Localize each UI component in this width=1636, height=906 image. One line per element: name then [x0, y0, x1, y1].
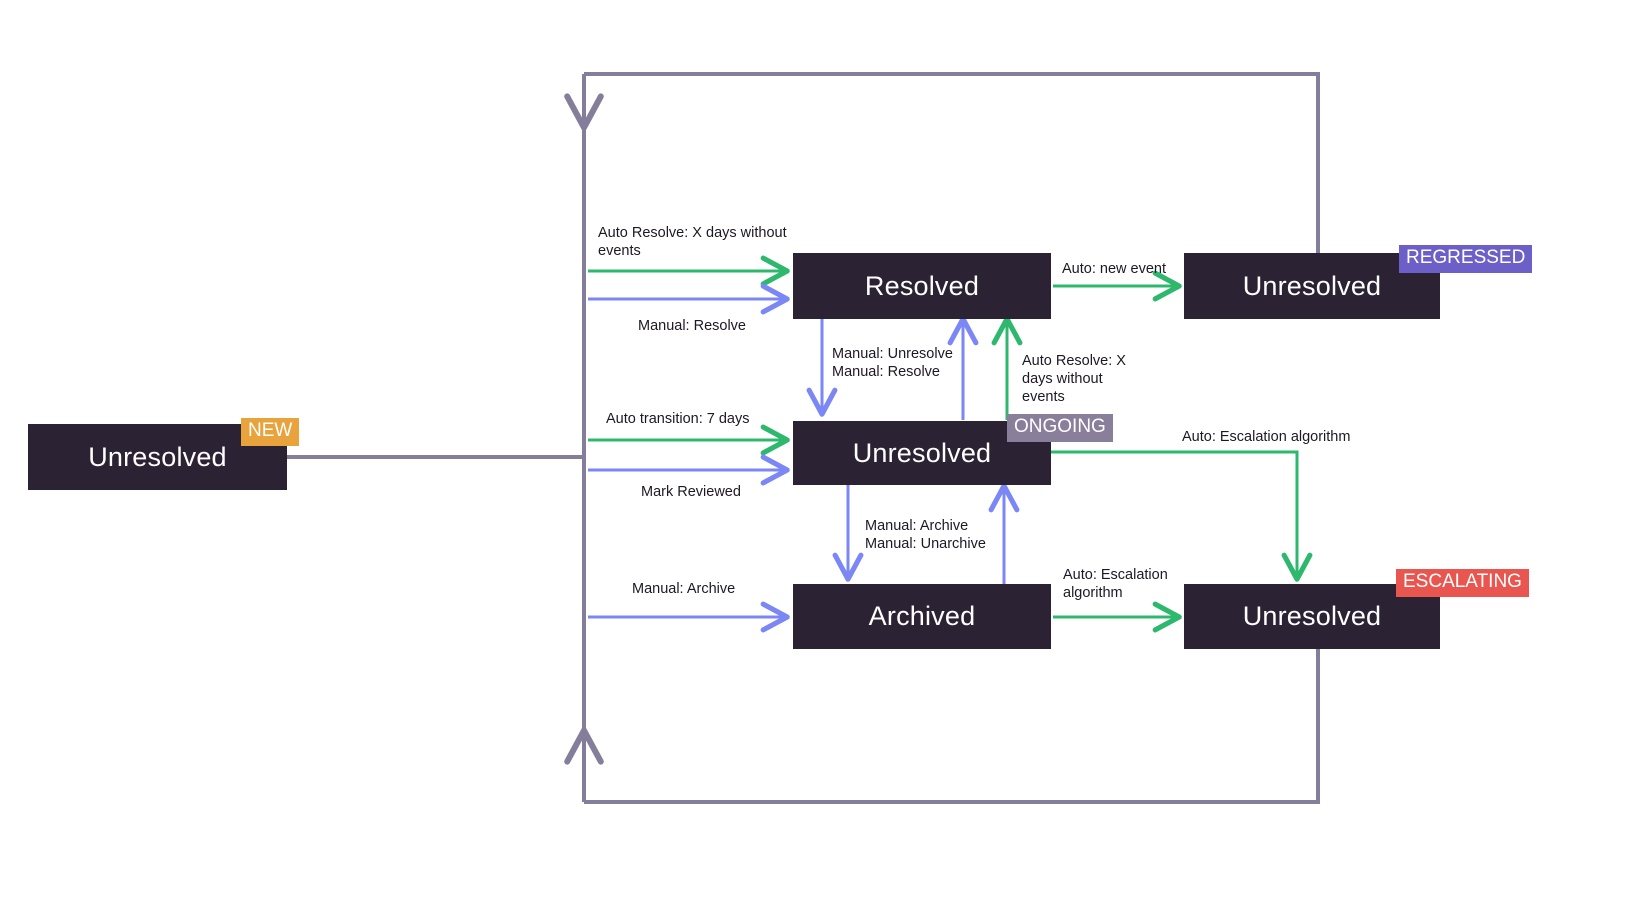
status-badge-regressed-label: REGRESSED	[1406, 247, 1526, 268]
state-node-archived[interactable]: Archived	[793, 584, 1051, 649]
state-node-label: Unresolved	[88, 441, 227, 472]
status-badge-ongoing: ONGOING	[1007, 414, 1113, 442]
edge-label-mark-reviewed: Mark Reviewed	[641, 484, 741, 500]
edge-label-auto-resolve-x-days-short: Auto Resolve: X days without events	[1022, 353, 1126, 405]
edge-label-auto-new-event: Auto: new event	[1062, 261, 1166, 277]
state-node-resolved[interactable]: Resolved	[793, 253, 1051, 319]
status-badge-regressed: REGRESSED	[1399, 245, 1533, 273]
state-node-label: Archived	[868, 601, 976, 631]
edge-label-manual-archive-unarchive: Manual: Archive Manual: Unarchive	[865, 518, 986, 552]
status-badge-new-label: NEW	[248, 420, 293, 441]
status-badge-escalating: ESCALATING	[1396, 569, 1529, 597]
edge-label-manual-resolve: Manual: Resolve	[638, 318, 746, 334]
state-node-label: Resolved	[864, 270, 980, 301]
state-node-label: Unresolved	[852, 437, 992, 468]
status-badge-escalating-label: ESCALATING	[1403, 571, 1522, 592]
edge-label-auto-escalation-algorithm: Auto: Escalation algorithm	[1182, 429, 1351, 445]
edge-label-manual-archive: Manual: Archive	[632, 581, 736, 597]
edge-frame-bottom-rail	[584, 641, 1320, 804]
edge-label-auto-transition-7-days: Auto transition: 7 days	[606, 411, 750, 427]
edge-frame-top-rail	[584, 72, 1320, 253]
edge-label-manual-unresolve-resolve: Manual: Unresolve Manual: Resolve	[832, 346, 953, 380]
edge-label-auto-escalation-algorithm-wrapped: Auto: Escalation algorithm	[1063, 567, 1168, 601]
edge-auto-escalation-ongoing	[1051, 450, 1313, 582]
state-node-label: Unresolved	[1242, 270, 1382, 301]
edge-label-auto-resolve-x-days: Auto Resolve: X days without events	[598, 225, 787, 259]
status-badge-new: NEW	[241, 418, 300, 446]
state-node-regressed-unresolved[interactable]: Unresolved	[1184, 253, 1440, 319]
state-node-label: Unresolved	[1242, 601, 1382, 631]
status-badge-ongoing-label: ONGOING	[1014, 416, 1106, 437]
